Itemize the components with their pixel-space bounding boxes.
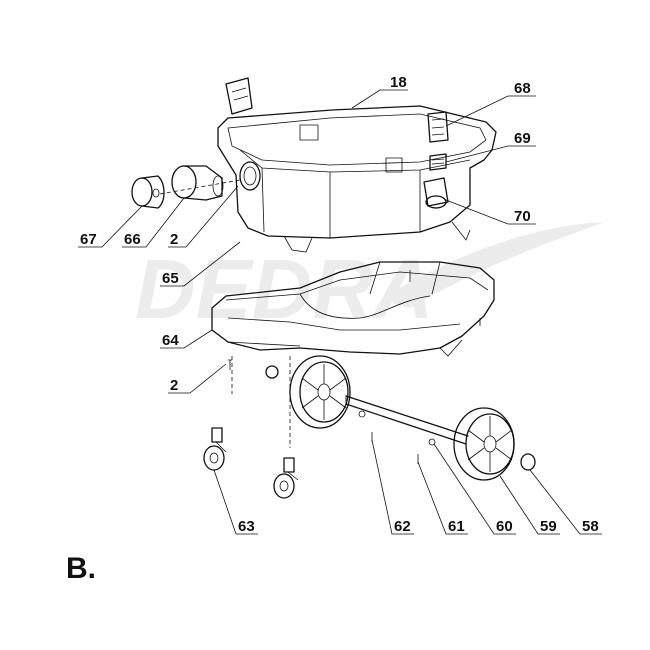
part-latch-lower bbox=[423, 177, 449, 209]
callout-2-bottom: 2 bbox=[170, 377, 178, 394]
part-inlet-elbow bbox=[159, 165, 241, 201]
part-hub-cap bbox=[520, 453, 536, 471]
part-castor-wheels bbox=[203, 427, 299, 499]
callout-60: 60 bbox=[496, 518, 513, 535]
callout-18: 18 bbox=[390, 74, 407, 91]
watermark: DEDRA bbox=[135, 222, 605, 336]
callout-63: 63 bbox=[238, 518, 255, 535]
part-axle bbox=[345, 395, 469, 445]
callout-59: 59 bbox=[540, 518, 557, 535]
callout-labels: 18 68 69 70 67 66 2 65 64 2 63 62 61 60 … bbox=[80, 74, 599, 535]
leader-lines bbox=[78, 89, 602, 535]
callout-61: 61 bbox=[448, 518, 465, 535]
part-clip bbox=[429, 153, 447, 171]
callout-70: 70 bbox=[514, 208, 531, 225]
callout-65: 65 bbox=[162, 270, 179, 287]
callout-2-top: 2 bbox=[170, 231, 178, 248]
part-wheel-left bbox=[289, 355, 351, 429]
part-tank bbox=[217, 77, 497, 253]
watermark-swoosh bbox=[380, 222, 605, 308]
part-trolley-base bbox=[211, 261, 495, 448]
callout-66: 66 bbox=[124, 231, 141, 248]
callout-64: 64 bbox=[162, 332, 179, 349]
callout-58: 58 bbox=[582, 518, 599, 535]
part-inlet-cap bbox=[131, 175, 165, 209]
part-screws bbox=[228, 270, 481, 464]
callout-68: 68 bbox=[514, 80, 531, 97]
figure-letter: B. bbox=[66, 552, 96, 585]
callout-62: 62 bbox=[394, 518, 411, 535]
callout-69: 69 bbox=[514, 130, 531, 147]
watermark-text: DEDRA bbox=[135, 242, 434, 336]
callout-67: 67 bbox=[80, 231, 97, 248]
part-wheel-right bbox=[453, 407, 515, 481]
part-latch-right bbox=[427, 111, 449, 143]
